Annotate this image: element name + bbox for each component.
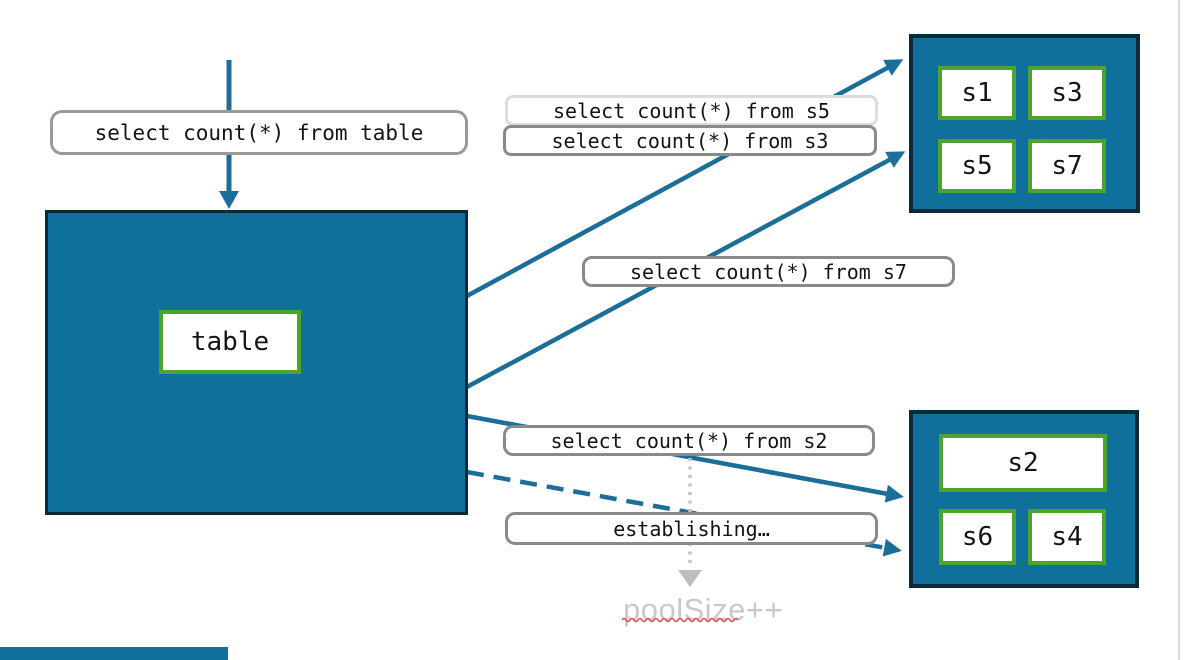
poolsize-text: poolSize++: [623, 592, 784, 627]
slide-right-edge: [1178, 0, 1180, 660]
main-table-cell: table: [159, 310, 301, 374]
arrow-poolsize-dotted: [678, 458, 702, 587]
slide-progress-bar: [0, 647, 228, 660]
query-label-s7-text: select count(*) from s7: [630, 259, 907, 284]
poolsize-annotation: poolSize++: [623, 592, 783, 628]
shard-cell-s1: s1: [938, 66, 1016, 120]
query-label-s3: select count(*) from s3: [503, 125, 877, 156]
shard-label-s7: s7: [1051, 151, 1083, 181]
shard-label-s3: s3: [1051, 78, 1083, 108]
query-label-establishing: establishing…: [505, 512, 878, 545]
shard-label-s5: s5: [961, 151, 993, 181]
query-label-table: select count(*) from table: [50, 110, 468, 155]
query-label-s7: select count(*) from s7: [582, 256, 955, 287]
shard-cell-s2: s2: [939, 434, 1107, 492]
shard-label-s4: s4: [1051, 522, 1083, 552]
query-label-s2: select count(*) from s2: [503, 425, 875, 456]
query-label-establishing-text: establishing…: [613, 516, 770, 541]
query-label-s5: select count(*) from s5: [505, 95, 878, 126]
shard-cell-s5: s5: [938, 139, 1016, 193]
shard-label-s1: s1: [961, 78, 993, 108]
query-label-s2-text: select count(*) from s2: [550, 428, 828, 453]
query-label-s5-text: select count(*) from s5: [553, 98, 830, 123]
shard-cell-s3: s3: [1028, 66, 1106, 120]
shard-label-s6: s6: [961, 522, 994, 552]
spellcheck-squiggle: [622, 617, 739, 623]
main-table-label: table: [190, 327, 270, 357]
query-label-table-text: select count(*) from table: [94, 120, 424, 145]
shard-cell-s6: s6: [939, 509, 1016, 565]
query-label-s3-text: select count(*) from s3: [551, 128, 829, 153]
shard-cell-s4: s4: [1028, 509, 1106, 565]
shard-cell-s7: s7: [1028, 139, 1106, 193]
shard-label-s2: s2: [1007, 448, 1039, 478]
